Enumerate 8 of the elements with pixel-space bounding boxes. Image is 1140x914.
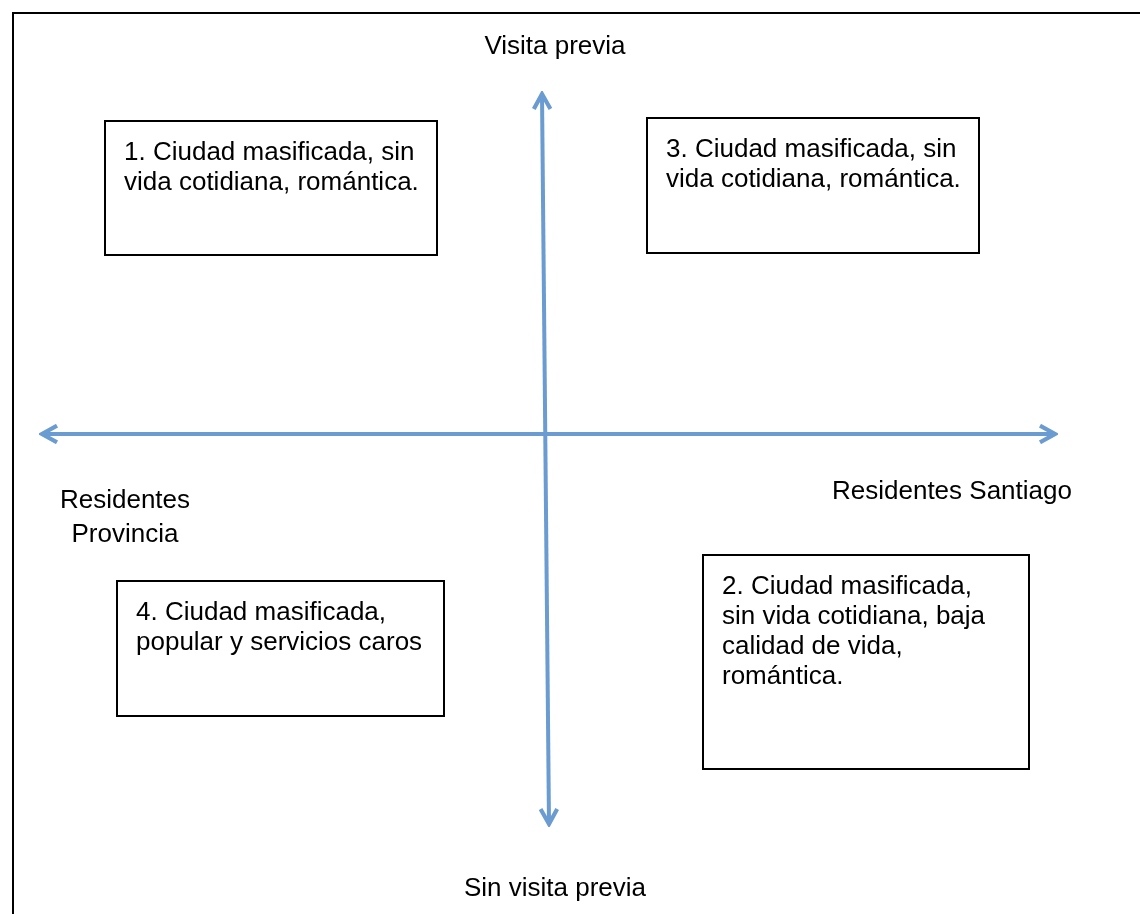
- text-box: 3. Ciudad masificada, sin vida cotidiana, romántica.: [646, 117, 980, 254]
- text-box: 1. Ciudad masificada, sin vida cotidiana, romántica.: [104, 120, 438, 256]
- axis-label: Sin visita previa: [462, 871, 648, 904]
- text-box: 4. Ciudad masificada, popular y servicios caros: [116, 580, 445, 717]
- axis-label: Visita previa: [483, 29, 627, 62]
- axis-label: Residentes Provincia: [58, 483, 192, 550]
- axis-label: Residentes Santiago: [832, 474, 1073, 507]
- text-box: 2. Ciudad masificada, sin vida cotidiana, baja calidad de vida, romántica.: [702, 554, 1030, 770]
